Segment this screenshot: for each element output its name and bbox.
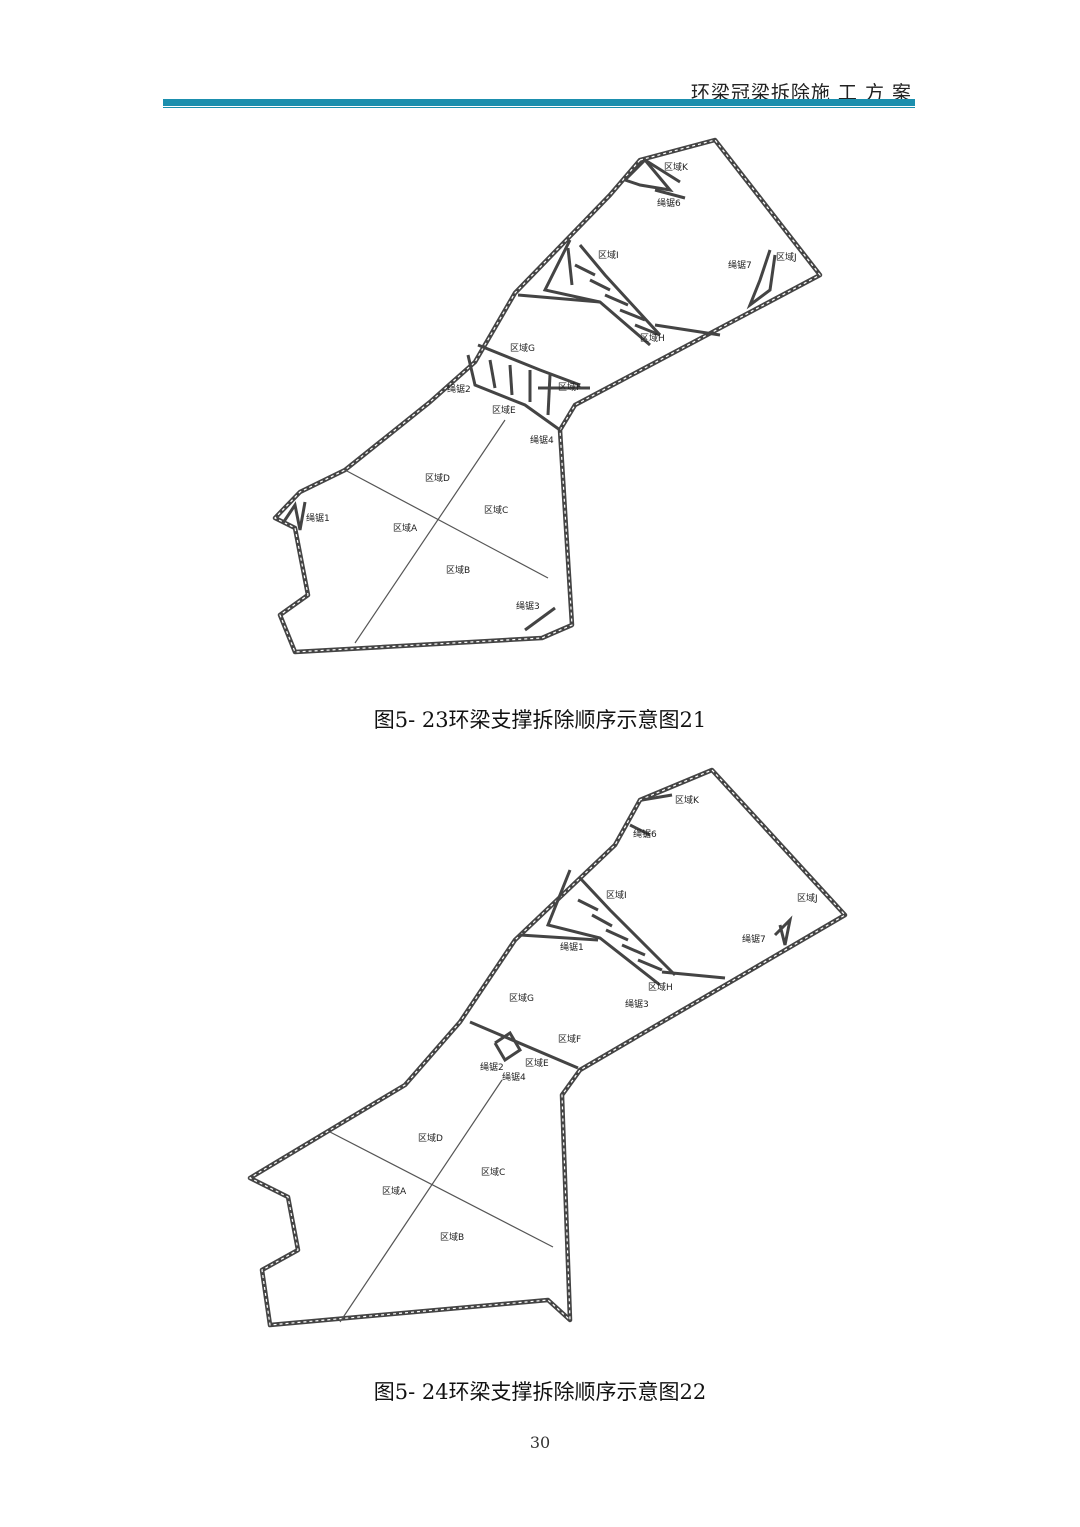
- fig2-label-rope6: 绳锯6: [633, 828, 657, 840]
- fig1-label-zoneH: 区域H: [640, 332, 665, 344]
- figure2-plan-drawing: 区域K 绳锯6 区域I 区域J 绳锯7 绳锯1 区域H 区域G 绳锯3 区域F …: [247, 767, 848, 1328]
- fig2-label-rope4: 绳锯4: [502, 1071, 526, 1083]
- figure1-labels: 区域K 绳锯6 区域I 绳锯7 区域J 区域H 区域G 区域F 绳锯2 区域E …: [306, 161, 797, 612]
- figure2-outline: [247, 767, 848, 1328]
- fig1-label-zoneC: 区域C: [484, 504, 508, 516]
- figure2-struts: [469, 793, 793, 1070]
- fig2-label-zoneC: 区域C: [481, 1166, 505, 1178]
- fig1-label-zoneB: 区域B: [446, 564, 470, 576]
- header-rule-thin: [163, 107, 915, 108]
- fig2-label-rope3: 绳锯3: [625, 998, 649, 1010]
- fig2-label-rope7: 绳锯7: [742, 933, 766, 945]
- fig2-label-zoneE: 区域E: [525, 1057, 549, 1069]
- header-title: 环梁冠梁拆除施 工 方 案: [690, 82, 912, 104]
- fig1-label-rope7: 绳锯7: [728, 259, 752, 271]
- fig1-label-rope4: 绳锯4: [530, 434, 554, 446]
- fig2-label-rope1: 绳锯1: [560, 941, 584, 953]
- figure1-outline: [272, 137, 823, 655]
- fig1-label-zoneK: 区域K: [664, 161, 689, 173]
- fig1-label-zoneD: 区域D: [425, 472, 450, 484]
- header-rule: [163, 99, 915, 106]
- fig1-label-zoneF: 区域F: [558, 381, 581, 393]
- fig2-label-zoneK: 区域K: [675, 794, 700, 806]
- fig1-label-zoneJ: 区域J: [776, 251, 797, 263]
- figure1-struts: [281, 157, 777, 632]
- fig2-label-zoneJ: 区域J: [797, 892, 818, 904]
- fig1-label-zoneG: 区域G: [510, 342, 535, 354]
- fig2-label-zoneF: 区域F: [558, 1033, 581, 1045]
- fig1-label-zoneE: 区域E: [492, 404, 516, 416]
- figure1-caption: 图5- 23环梁支撑拆除顺序示意图21: [373, 708, 707, 732]
- fig2-label-zoneA: 区域A: [382, 1185, 407, 1197]
- figure1-diagonals: [344, 419, 549, 644]
- fig2-label-zoneH: 区域H: [648, 981, 673, 993]
- figure2-caption: 图5- 24环梁支撑拆除顺序示意图22: [373, 1380, 707, 1404]
- fig1-label-rope1: 绳锯1: [306, 512, 330, 524]
- fig2-label-zoneB: 区域B: [440, 1231, 464, 1243]
- page-number: 30: [529, 1433, 551, 1452]
- fig1-label-rope6: 绳锯6: [657, 197, 681, 209]
- fig1-label-zoneI: 区域I: [598, 249, 619, 261]
- figure2-diagonals: [329, 1079, 554, 1323]
- fig1-label-rope2: 绳锯2: [447, 383, 471, 395]
- fig1-label-rope3: 绳锯3: [516, 600, 540, 612]
- fig2-label-zoneD: 区域D: [418, 1132, 443, 1144]
- fig2-label-zoneG: 区域G: [509, 992, 534, 1004]
- fig2-label-rope2: 绳锯2: [480, 1061, 504, 1073]
- figure1-plan-drawing: 区域K 绳锯6 区域I 绳锯7 区域J 区域H 区域G 区域F 绳锯2 区域E …: [272, 137, 823, 655]
- figure2-labels: 区域K 绳锯6 区域I 区域J 绳锯7 绳锯1 区域H 区域G 绳锯3 区域F …: [382, 794, 818, 1243]
- fig2-label-zoneI: 区域I: [606, 889, 627, 901]
- fig1-label-zoneA: 区域A: [393, 522, 418, 534]
